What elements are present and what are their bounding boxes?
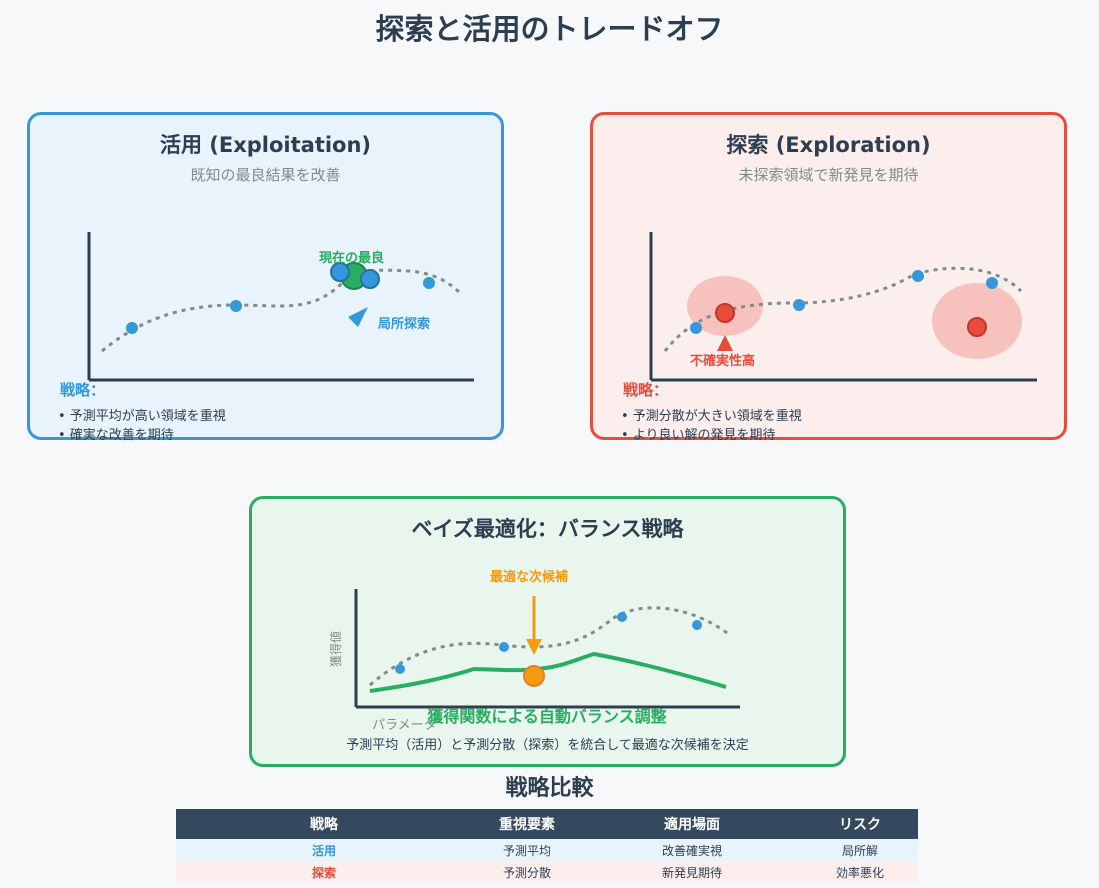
exploitation-bullet-2: • 確実な改善を期待 [58, 428, 174, 443]
exploration-bullet-2: • より良い解の発見を期待 [621, 428, 776, 443]
acquisition-curve [369, 651, 727, 693]
bayes-panel: ベイズ最適化：バランス戦略 最適な次候補 獲得値 パラメータ 獲得関数による自動… [249, 496, 846, 767]
exploration-diagram: 不確実性高 [649, 232, 1037, 382]
sample-point [793, 299, 805, 311]
next-candidate-point [523, 665, 545, 687]
bayes-caption: 予測平均（活用）と予測分散（探索）を統合して最適な次候補を決定 [346, 738, 749, 753]
comparison-title: 戦略比較 [505, 776, 594, 801]
exploration-candidate-point [967, 317, 987, 337]
function-curve [101, 268, 462, 353]
sample-point [126, 322, 138, 334]
exploration-strategy-heading: 戦略： [623, 381, 669, 399]
sample-point [423, 277, 435, 289]
sample-point [230, 300, 242, 312]
sample-point [499, 642, 509, 652]
cell-focus: 予測分散 [472, 861, 582, 883]
header-focus: 重視要素 [472, 809, 582, 839]
down-arrow-icon [526, 639, 542, 655]
cell-risk: 局所解 [802, 839, 918, 861]
exploitation-strategy-heading: 戦略： [60, 381, 106, 399]
current-best-label: 現在の最良 [319, 250, 384, 266]
function-curve [369, 606, 728, 687]
cell-scenario: 新発見期待 [582, 861, 802, 883]
bayes-title: ベイズ最適化：バランス戦略 [411, 517, 684, 541]
comparison-table: 戦略 重視要素 適用場面 リスク 活用 予測平均 改善確実視 局所解 探索 予測… [176, 809, 918, 883]
sample-point [986, 277, 998, 289]
local-sample-point [330, 262, 350, 282]
exploitation-diagram: 現在の最良 局所探索 [87, 232, 474, 382]
cell-focus: 予測平均 [472, 839, 582, 861]
exploitation-title: 活用 (Exploitation) [159, 133, 372, 157]
cell-strategy: 活用 [176, 839, 472, 861]
bayes-diagram: 最適な次候補 獲得値 パラメータ 獲得関数による自動バランス調整 [328, 569, 740, 733]
exploration-candidate-point [715, 303, 735, 323]
uncertainty-arrow-icon [717, 335, 733, 351]
y-axis-label: 獲得値 [328, 631, 343, 667]
exploitation-subtitle: 既知の最良結果を改善 [190, 166, 341, 184]
cell-scenario: 改善確実視 [582, 839, 802, 861]
local-sample-point [360, 269, 380, 289]
sample-point [617, 612, 627, 622]
sample-point [395, 664, 405, 674]
next-candidate-label: 最適な次候補 [490, 569, 568, 585]
header-risk: リスク [802, 809, 918, 839]
uncertainty-label: 不確実性高 [690, 353, 755, 369]
table-header-row: 戦略 重視要素 適用場面 リスク [176, 809, 918, 839]
exploration-title: 探索 (Exploration) [726, 133, 931, 157]
exploration-panel: 探索 (Exploration) 未探索領域で新発見を期待 不確実性高 戦略： … [590, 112, 1067, 443]
exploitation-bullet-1: • 予測平均が高い領域を重視 [58, 409, 226, 424]
header-strategy: 戦略 [176, 809, 472, 839]
header-scenario: 適用場面 [582, 809, 802, 839]
exploration-subtitle: 未探索領域で新発見を期待 [738, 166, 919, 184]
cell-risk: 効率悪化 [802, 861, 918, 883]
sample-point [912, 270, 924, 282]
exploration-bullet-1: • 予測分散が大きい領域を重視 [621, 409, 802, 424]
table-row: 探索 予測分散 新発見期待 効率悪化 [176, 861, 918, 883]
cell-strategy: 探索 [176, 861, 472, 883]
x-axis-label: パラメータ [372, 718, 437, 733]
sample-point [692, 620, 702, 630]
bayes-headline: 獲得関数による自動バランス調整 [427, 707, 666, 726]
exploitation-panel: 活用 (Exploitation) 既知の最良結果を改善 現在の最良 局所探索 … [27, 112, 504, 443]
local-search-label: 局所探索 [378, 316, 430, 332]
table-row: 活用 予測平均 改善確実視 局所解 [176, 839, 918, 861]
sample-point [690, 322, 702, 334]
page-title: 探索と活用のトレードオフ [375, 12, 724, 46]
local-search-arrow-icon [348, 307, 368, 327]
